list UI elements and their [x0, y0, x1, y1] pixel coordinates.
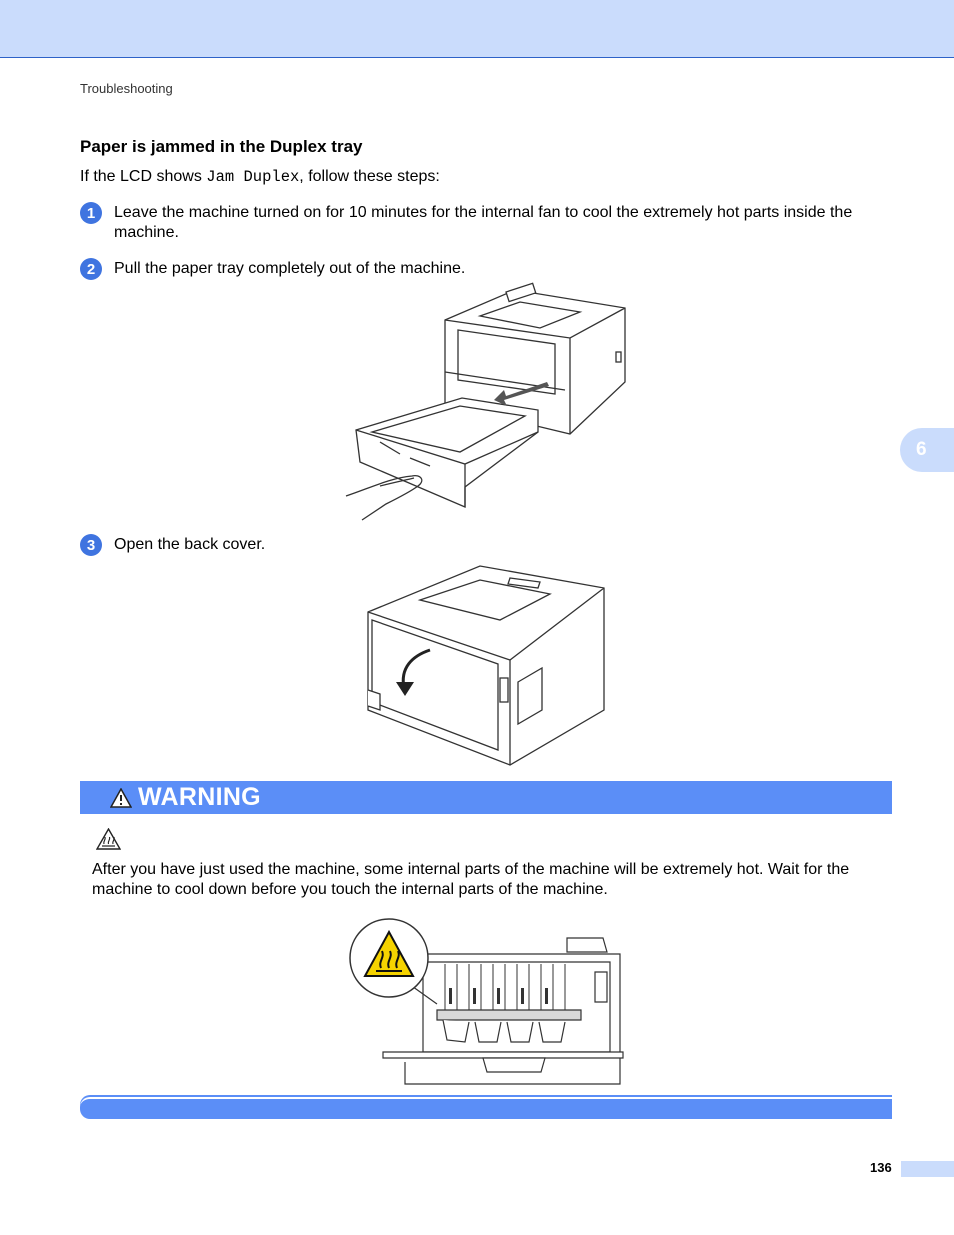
- step-3-number: 3: [80, 534, 102, 556]
- pull-arrow-icon: [494, 382, 549, 406]
- step-2-text: Pull the paper tray completely out of th…: [114, 260, 466, 277]
- warning-bottom-bar: [80, 1097, 892, 1119]
- step-1-text: Leave the machine turned on for 10 minut…: [114, 204, 853, 241]
- warning-text: After you have just used the machine, so…: [92, 861, 850, 898]
- hot-parts-illustration: [349, 918, 624, 1085]
- pull-tray-illustration: [345, 282, 626, 521]
- warning-triangle-icon: [110, 787, 132, 808]
- intro-after: , follow these steps:: [299, 168, 440, 185]
- step-1-number: 1: [80, 202, 102, 224]
- warning-banner: WARNING: [80, 781, 892, 814]
- section-title: Paper is jammed in the Duplex tray: [80, 137, 363, 156]
- hot-surface-label-icon: [363, 929, 415, 977]
- step-2-number: 2: [80, 258, 102, 280]
- breadcrumb: Troubleshooting: [80, 81, 173, 96]
- warning-title: WARNING: [138, 783, 261, 811]
- open-arrow-icon: [396, 648, 431, 696]
- chapter-tab[interactable]: 6: [900, 428, 954, 472]
- page-number: 136: [870, 1160, 892, 1175]
- step-3-text: Open the back cover.: [114, 536, 266, 553]
- lcd-message: Jam Duplex: [206, 168, 300, 186]
- header-band: [0, 0, 954, 58]
- intro-before: If the LCD shows: [80, 168, 207, 185]
- page-tab: [901, 1161, 954, 1177]
- hot-surface-icon: [96, 828, 121, 850]
- back-cover-illustration: [367, 565, 605, 766]
- intro-text: If the LCD shows Jam Duplex, follow thes…: [80, 168, 440, 186]
